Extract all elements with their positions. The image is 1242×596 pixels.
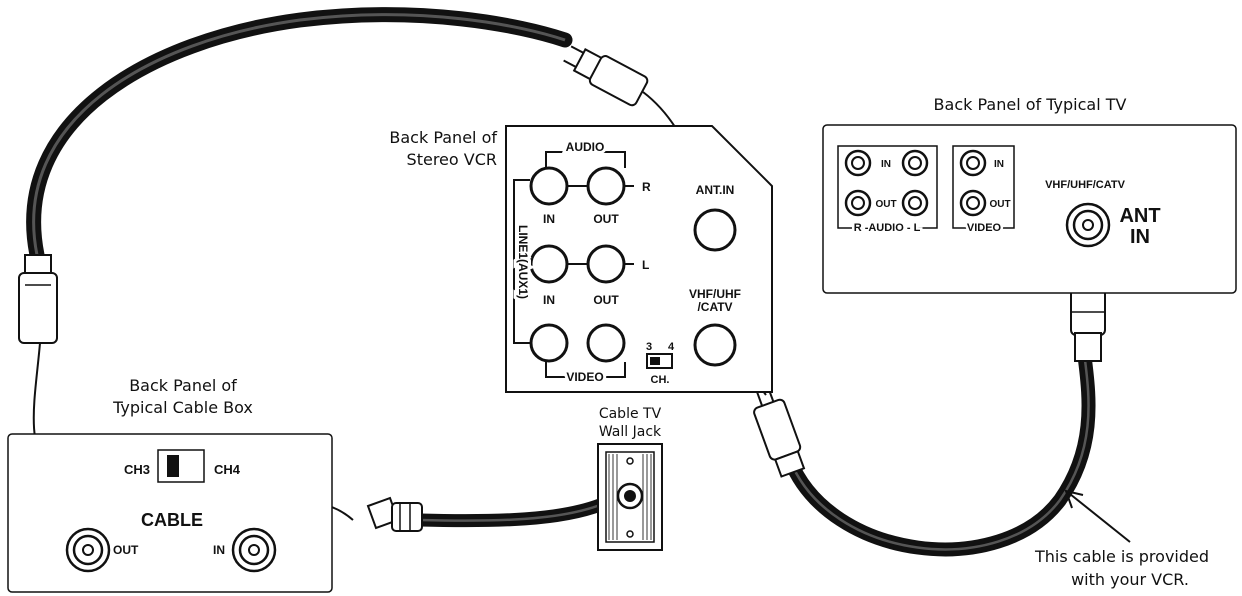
tv-vhf-label: VHF/UHF/CATV (1045, 179, 1126, 191)
vcr-ch4-label: 4 (668, 341, 675, 353)
vcr-audio-out-l-jack (586, 244, 626, 284)
tv-back-panel: IN OUT R -AUDIO - L IN OUT VIDEO VHF/UHF… (822, 124, 1237, 294)
tv-video-label: VIDEO (967, 222, 1002, 234)
tv-audio-out-label: OUT (875, 199, 896, 210)
vcr-ch-label: CH. (651, 374, 670, 386)
vcr-ant-in-label: ANT.IN (696, 183, 735, 197)
cable-box-out-label: OUT (113, 543, 139, 557)
vcr-audio-in-l-jack (529, 244, 569, 284)
cable-box-caption-line1: Back Panel of (129, 376, 237, 395)
cable-box-back-panel: CH3 CH4 CABLE OUT IN (7, 433, 333, 593)
vcr-l-label: L (642, 258, 649, 272)
vcr-ant-in-jack (693, 208, 737, 252)
cable-box-channel-switch (157, 449, 205, 483)
vcr-to-tv-cable (720, 264, 1131, 557)
tv-video-out-label: OUT (989, 199, 1010, 210)
vcr-in-label-1: IN (543, 212, 555, 226)
vcr-ch3-label: 3 (646, 341, 652, 353)
vcr-out-label-2: OUT (593, 293, 619, 307)
vcr-back-panel: AUDIO IN OUT R L IN OUT VIDEO LINE1(AUX1… (505, 125, 773, 393)
vcr-video-label: VIDEO (566, 370, 603, 384)
cable-box-in-label: IN (213, 543, 225, 557)
vcr-video-out-jack (586, 323, 626, 363)
tv-ant-label-1: ANT (1119, 205, 1160, 227)
wall-jack (597, 443, 663, 551)
cable-box-ch3-label: CH3 (124, 462, 150, 477)
vcr-audio-in-r-jack (529, 166, 569, 206)
tv-ant-label-2: IN (1130, 226, 1150, 248)
vcr-out-label-1: OUT (593, 212, 619, 226)
wall-jack-caption-line2: Wall Jack (599, 424, 662, 440)
vcr-in-label-2: IN (543, 293, 555, 307)
tv-caption: Back Panel of Typical TV (934, 95, 1127, 114)
tv-video-in-label: IN (994, 159, 1004, 170)
vcr-r-label: R (642, 180, 651, 194)
cable-box-cable-label: CABLE (141, 510, 203, 530)
vcr-video-in-jack (529, 323, 569, 363)
note-line2: with your VCR. (1071, 570, 1189, 589)
wall-jack-caption-line1: Cable TV (599, 406, 662, 422)
tv-audio-label: R -AUDIO - L (854, 222, 921, 234)
vcr-vhf-jack (693, 323, 737, 367)
vcr-caption-line2: Stereo VCR (407, 150, 497, 169)
vcr-line1-label: LINE1(AUX1) (516, 225, 530, 299)
vcr-vhf-label-2: /CATV (697, 300, 732, 314)
vcr-caption-line1: Back Panel of (389, 128, 497, 147)
vcr-vhf-label-1: VHF/UHF (689, 287, 741, 301)
tv-audio-in-label: IN (881, 159, 891, 170)
cable-box-ch4-label: CH4 (214, 462, 241, 477)
vcr-audio-out-r-jack (586, 166, 626, 206)
vcr-audio-label: AUDIO (566, 140, 605, 154)
cable-box-caption-line2: Typical Cable Box (112, 398, 253, 417)
note-line1: This cable is provided (1034, 547, 1209, 566)
